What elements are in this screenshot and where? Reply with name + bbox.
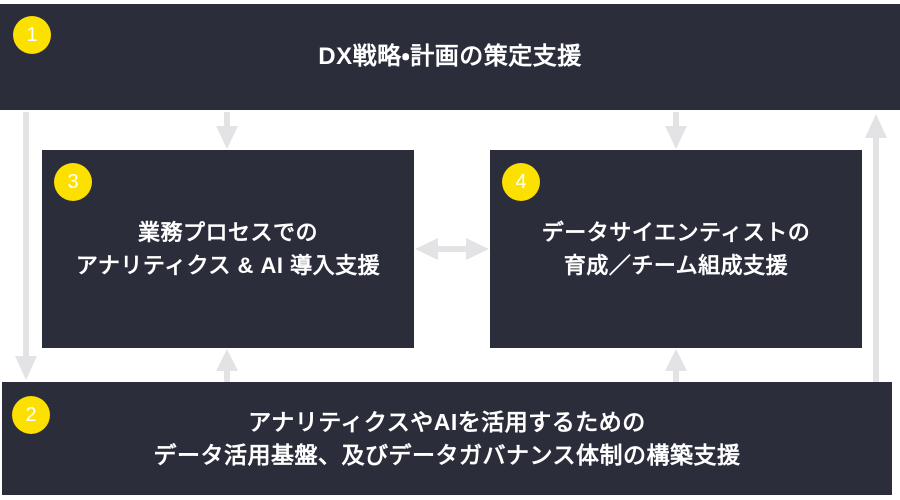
arrow-top-to-bottom-down <box>14 112 38 382</box>
arrow-bottom-to-box4-up <box>664 349 688 382</box>
badge-number-1: 1 <box>13 16 51 54</box>
arrow-bottom-to-box3-up <box>215 349 239 382</box>
node-banner-bottom[interactable]: アナリティクスやAIを活用するための データ活用基盤、及びデータガバナンス体制の… <box>2 382 892 495</box>
node-box-four[interactable]: データサイエンティストの 育成／チーム組成支援 <box>490 150 862 348</box>
banner-top-title: DX戦略・計画の策定支援 <box>318 42 582 70</box>
badge-number-3: 3 <box>54 163 92 201</box>
node-box-three[interactable]: 業務プロセスでの アナリティクス & AI 導入支援 <box>42 150 414 348</box>
arrow-top-to-box3-down <box>215 112 239 150</box>
arrow-box3-box4-bidirectional <box>414 236 490 262</box>
arrow-bottom-to-top-up <box>864 112 888 382</box>
node-banner-top[interactable]: DX戦略・計画の策定支援 <box>0 4 900 110</box>
box-three-title: 業務プロセスでの アナリティクス & AI 導入支援 <box>75 220 381 278</box>
banner-bottom-title: アナリティクスやAIを活用するための データ活用基盤、及びデータガバナンス体制の… <box>153 409 741 468</box>
badge-number-4: 4 <box>502 163 540 201</box>
badge-number-2: 2 <box>12 396 50 434</box>
arrow-top-to-box4-down <box>664 112 688 150</box>
box-four-title: データサイエンティストの 育成／チーム組成支援 <box>541 220 811 278</box>
